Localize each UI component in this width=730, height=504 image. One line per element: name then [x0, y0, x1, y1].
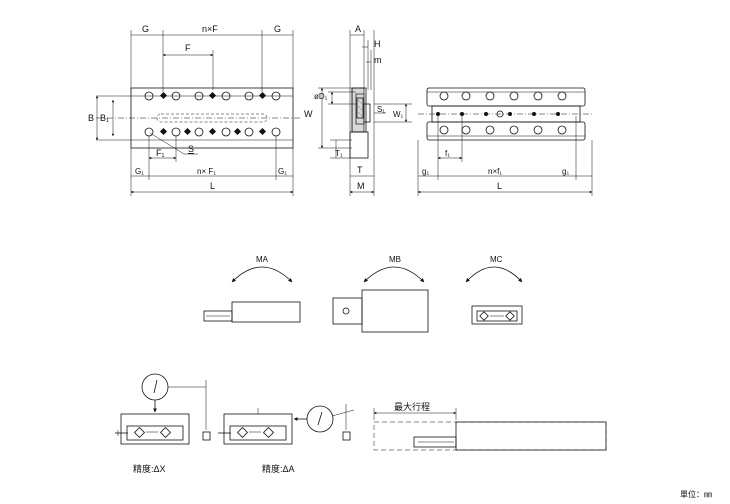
dim-g-right: G	[274, 24, 281, 34]
label-a: A	[355, 24, 361, 34]
dim-nf1: n× F₁	[197, 167, 216, 176]
label-ma: MA	[256, 255, 269, 264]
moment-mb	[332, 266, 429, 333]
dim-l: L	[210, 181, 215, 191]
moment-mc	[465, 266, 523, 325]
label-s: S	[188, 144, 194, 154]
label-h: H	[374, 39, 381, 49]
label-m-small: m	[374, 55, 382, 65]
right-view	[417, 87, 593, 196]
max-stroke	[373, 408, 607, 451]
right-view-holes	[436, 91, 567, 135]
dim-g1-small-right: g₁	[562, 167, 569, 176]
label-max-stroke: 最大行程	[394, 401, 430, 412]
accuracy-dx	[115, 373, 211, 445]
dim-f1: F₁	[156, 148, 165, 158]
dim-f: F	[185, 43, 191, 53]
top-view	[95, 30, 300, 196]
dim-l-right: L	[497, 181, 502, 191]
dim-nf1-small: n×f₁	[488, 167, 502, 176]
label-accuracy-dx: 精度:ΔX	[133, 463, 166, 474]
dim-b: B	[88, 113, 94, 123]
label-od1: øD₁	[314, 92, 328, 101]
dim-g-left: G	[142, 24, 149, 34]
label-t: T	[357, 165, 363, 175]
label-s1: S₁	[377, 105, 385, 114]
label-w1: W₁	[393, 110, 404, 119]
label-mc: MC	[490, 255, 503, 264]
label-mb: MB	[389, 255, 401, 264]
dim-g1-left: G₁	[135, 167, 144, 176]
accuracy-da	[218, 404, 355, 445]
holes-bottom-row	[144, 127, 281, 137]
label-m: M	[357, 181, 365, 191]
dim-nf: n×F	[202, 24, 218, 34]
dim-g1-small-left: g₁	[422, 167, 429, 176]
dim-b1: B₁	[100, 113, 109, 123]
label-t1: T₁	[335, 149, 343, 158]
unit-note: 單位：㎜	[680, 489, 712, 499]
side-view	[318, 30, 412, 196]
dim-g1-right: G₁	[278, 167, 287, 176]
moment-ma	[203, 266, 301, 323]
label-accuracy-da: 精度:ΔA	[262, 463, 295, 474]
dim-f1-small: f₁	[445, 149, 450, 158]
label-w: W	[304, 109, 313, 119]
holes-top-row	[144, 91, 281, 101]
